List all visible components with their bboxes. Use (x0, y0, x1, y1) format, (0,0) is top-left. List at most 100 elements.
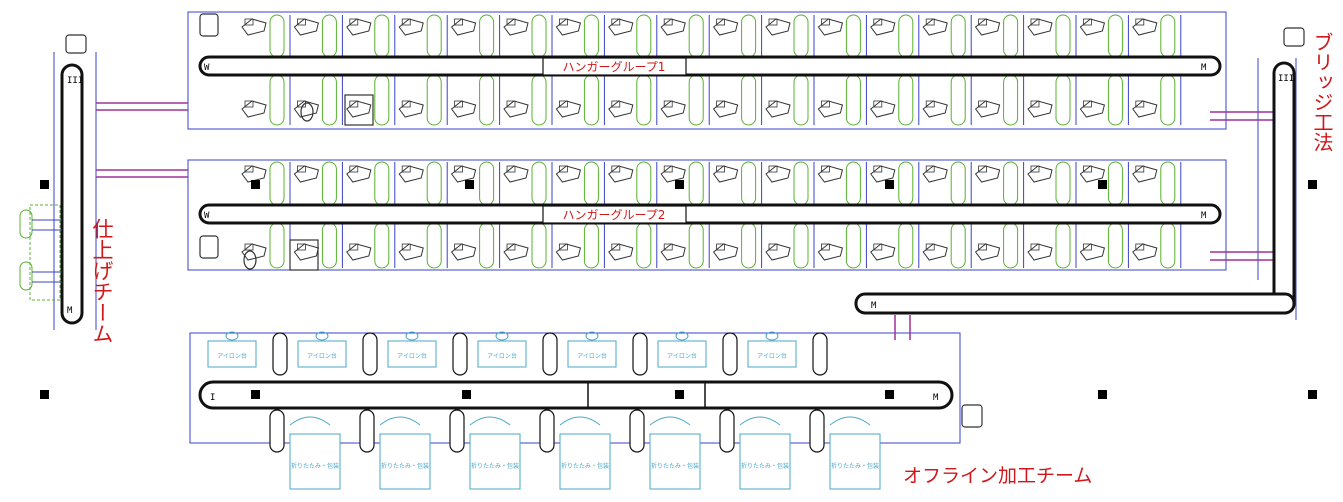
station-column (817, 161, 867, 269)
sewing-machine-icon (346, 165, 372, 183)
folding-packing-station: 折りたたみ・包装 (719, 409, 791, 490)
station-column (1132, 161, 1182, 269)
iron-table-station: アイロン台 (567, 331, 648, 376)
sewing-machine-icon (712, 165, 739, 183)
sewing-machine-icon (608, 165, 634, 183)
folding-packing-station: 折りたたみ・包装 (809, 409, 881, 490)
sewing-machine-icon (503, 165, 529, 183)
station-column (346, 161, 396, 269)
finishing-team-label: 仕上げチーム (90, 218, 114, 344)
inspection-table-icon (289, 239, 319, 271)
sewing-machine-icon (974, 18, 1001, 36)
equipment-icons (65, 13, 1305, 428)
folding-packing-station: 折りたたみ・包装 (539, 409, 611, 490)
folding-packing-station: 折りたたみ・包装 (449, 409, 521, 490)
rail-mark-g2-left: W (204, 211, 210, 221)
iron-table-station: アイロン台 (387, 331, 468, 376)
sewing-machine-icon (450, 100, 477, 118)
sewing-machine-icon (608, 100, 634, 118)
iron-table-label: アイロン台 (757, 352, 787, 360)
sewing-machine-icon (660, 100, 686, 118)
sewing-machine-icon (1027, 243, 1053, 261)
sewing-machine-icon (817, 100, 844, 118)
iron-table-label: アイロン台 (307, 352, 337, 360)
sewing-machine-icon (712, 100, 739, 118)
offline-team-label: オフライン加工チーム (903, 465, 1092, 487)
sewing-machine-icon (346, 243, 372, 261)
svg-text:ハンガーグループ1: ハンガーグループ1 (563, 60, 666, 74)
rail-mark-g1-right: M (1201, 63, 1207, 73)
iron-table-label: アイロン台 (577, 352, 607, 360)
station-column (503, 161, 553, 269)
iron-table-station: アイロン台 (207, 331, 288, 376)
sewing-machine-icon (450, 165, 477, 183)
bin-icon (243, 250, 257, 270)
folding-packing-label: 折りたたみ・包装 (291, 462, 339, 470)
iron-table-label: アイロン台 (397, 352, 427, 360)
folding-packing-label: 折りたたみ・包装 (831, 462, 879, 470)
sewing-machine-icon (1132, 165, 1158, 183)
sewing-machine-icon (712, 243, 739, 261)
sewing-machine-icon (765, 243, 791, 261)
folding-packing-label: 折りたたみ・包装 (651, 462, 699, 470)
station-column (1027, 161, 1077, 269)
rails (60, 55, 1296, 410)
iron-table-station: アイロン台 (657, 331, 738, 376)
folding-packing-label: 折りたたみ・包装 (741, 462, 789, 470)
finishing-side-stations (19, 204, 62, 301)
rail-mark-bridge-left: M (871, 301, 877, 311)
sewing-machine-icon (346, 18, 372, 36)
station-column (398, 14, 448, 126)
sewing-machine-icon (241, 243, 267, 261)
folding-packing-station: 折りたたみ・包装 (359, 409, 431, 490)
station-column (765, 14, 815, 126)
sewing-machine-icon (712, 18, 739, 36)
sewing-machine-icon (398, 165, 424, 183)
bridge-method-label: ブリッジ工法 (1310, 32, 1334, 152)
press-machine-icon (1283, 27, 1305, 47)
rail-mark-finishing-top: III (67, 76, 83, 86)
sewing-machine-icon (922, 18, 948, 36)
sewing-machine-icon (974, 100, 1001, 118)
rail-mark-offline-left: I (210, 393, 215, 403)
sewing-machine-icon (555, 18, 582, 36)
iron-table-station: アイロン台 (747, 331, 828, 376)
iron-table-label: アイロン台 (217, 352, 247, 360)
rail-mark-finishing-bottom: M (67, 306, 73, 316)
press-machine-icon (199, 13, 219, 37)
press-machine-icon (961, 404, 983, 428)
rail-mark-bridge-top: III (1278, 74, 1294, 84)
station-column (398, 161, 448, 269)
sewing-machine-icon (503, 100, 529, 118)
station-column (503, 14, 553, 126)
sewing-machine-icon (974, 243, 1001, 261)
sewing-machine-icon (503, 18, 529, 36)
folding-packing-label: 折りたたみ・包装 (381, 462, 429, 470)
frame-lines (53, 11, 1297, 444)
station-column (450, 161, 501, 269)
rail-finishing-vertical (60, 63, 84, 325)
hanger-group-1-stations (241, 14, 1182, 126)
bin-icon (300, 102, 314, 122)
iron-table-label: アイロン台 (667, 352, 697, 360)
sewing-machine-icon (974, 165, 1001, 183)
station-column (555, 161, 605, 269)
sewing-machine-icon (1132, 100, 1158, 118)
offline-stations: アイロン台アイロン台アイロン台アイロン台アイロン台アイロン台アイロン台折りたたみ… (207, 331, 881, 490)
sewing-machine-icon (1079, 18, 1106, 36)
sewing-machine-icon (241, 100, 267, 118)
sewing-machine-icon (922, 100, 948, 118)
sewing-machine-icon (293, 165, 320, 183)
sewing-machine-icon (241, 165, 267, 183)
inspection-table-icon (344, 94, 374, 126)
sewing-machine-icon (608, 243, 634, 261)
sewing-machine-icon (1132, 18, 1158, 36)
sewing-machine-icon (1079, 100, 1106, 118)
press-machine-icon (65, 34, 87, 54)
sewing-machine-icon (555, 165, 582, 183)
folding-packing-station: 折りたたみ・包装 (629, 409, 701, 490)
sewing-machine-icon (1027, 165, 1053, 183)
rail-mark-g1-left: W (204, 63, 210, 73)
rail-mark-g2-right: M (1201, 211, 1207, 221)
